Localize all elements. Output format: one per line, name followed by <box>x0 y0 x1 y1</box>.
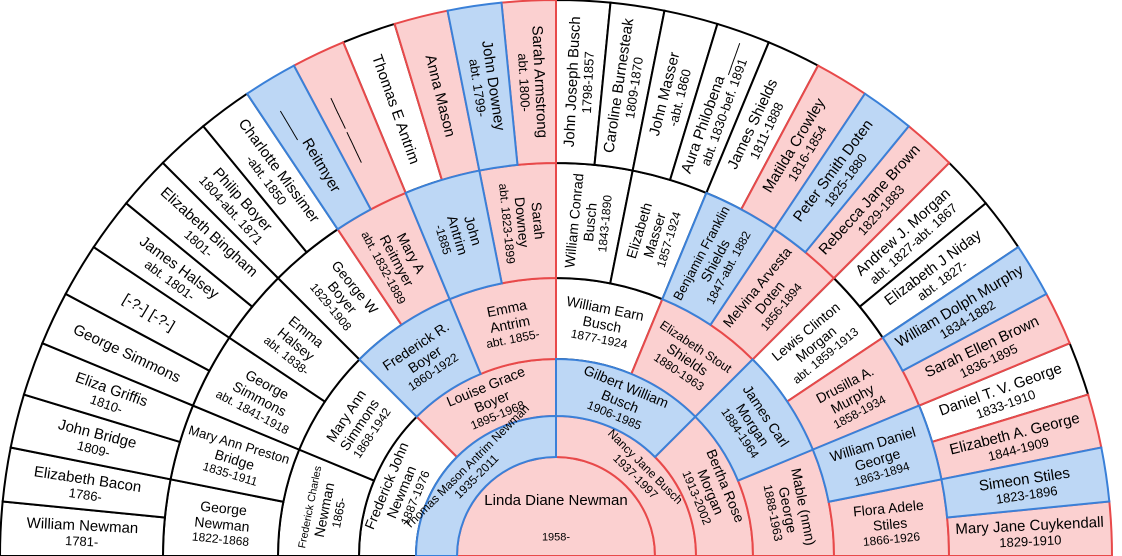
person-name: Sarah <box>528 201 548 240</box>
person-label: John Joseph Busch1798-1857 <box>561 16 599 148</box>
person-name: John Joseph Busch <box>561 16 584 148</box>
person-name: Busch <box>580 202 600 242</box>
person-wedge[interactable] <box>661 191 776 327</box>
person-label: Sarah Armstrongabt. 1800- <box>514 25 551 139</box>
person-label: SarahDowneyabt. 1823-1899 <box>496 180 550 265</box>
person-dates: 1798-1857 <box>579 51 597 114</box>
person-name: Emma <box>485 296 528 320</box>
person-dates: 1781- <box>65 533 99 550</box>
person-wedge[interactable] <box>811 404 943 503</box>
person-name: Newman <box>194 513 251 534</box>
person-wedge[interactable] <box>404 169 503 301</box>
person-dates: 1865- <box>329 496 349 529</box>
person-name: George <box>200 498 248 519</box>
person-name: Flora Adele <box>852 497 924 520</box>
person-label: Frederick CharlesNewman1865- <box>296 465 354 555</box>
person-wedge[interactable] <box>772 92 911 254</box>
person-wedge[interactable] <box>245 64 373 231</box>
person-wedge[interactable] <box>803 124 951 280</box>
person-dates: 1958- <box>542 531 570 543</box>
person-label: William Newman1781- <box>26 515 139 552</box>
person-wedge[interactable] <box>940 446 1111 519</box>
person-name: Antrim <box>488 312 531 336</box>
person-name: William Newman <box>26 515 138 537</box>
person-dates: abt. 1800- <box>515 53 533 112</box>
person-label: Mary Jane Cuykendall1829-1910 <box>955 514 1105 553</box>
person-name: Busch <box>581 312 622 335</box>
person-dates: 1866-1926 <box>862 529 921 549</box>
person-wedge[interactable] <box>500 0 557 166</box>
person-dates: 1786- <box>68 485 103 505</box>
person-label: Linda Diane Newman 1958- <box>484 492 627 544</box>
person-wedge[interactable] <box>446 1 519 172</box>
person-name: Linda Diane Newman <box>484 492 627 509</box>
person-label: GeorgeNewman1822-1868 <box>191 497 253 549</box>
person-name: Stiles <box>872 514 908 533</box>
person-name: Sarah Armstrong <box>528 25 550 138</box>
person-wedge[interactable] <box>693 358 815 482</box>
person-wedge[interactable] <box>946 500 1114 556</box>
person-wedge[interactable] <box>358 297 482 419</box>
person-dates: 1822-1868 <box>191 529 250 549</box>
person-label: Flora AdeleStiles1866-1926 <box>852 497 927 550</box>
person-label: William ConradBusch1843-1890 <box>561 173 616 272</box>
person-label: JohnAntrim-1885 <box>431 209 487 261</box>
person-name: Downey <box>512 196 533 248</box>
person-dates: 1829-1910 <box>999 532 1062 550</box>
person-wedge[interactable] <box>881 245 1048 373</box>
person-dates: 1843-1890 <box>595 194 615 253</box>
